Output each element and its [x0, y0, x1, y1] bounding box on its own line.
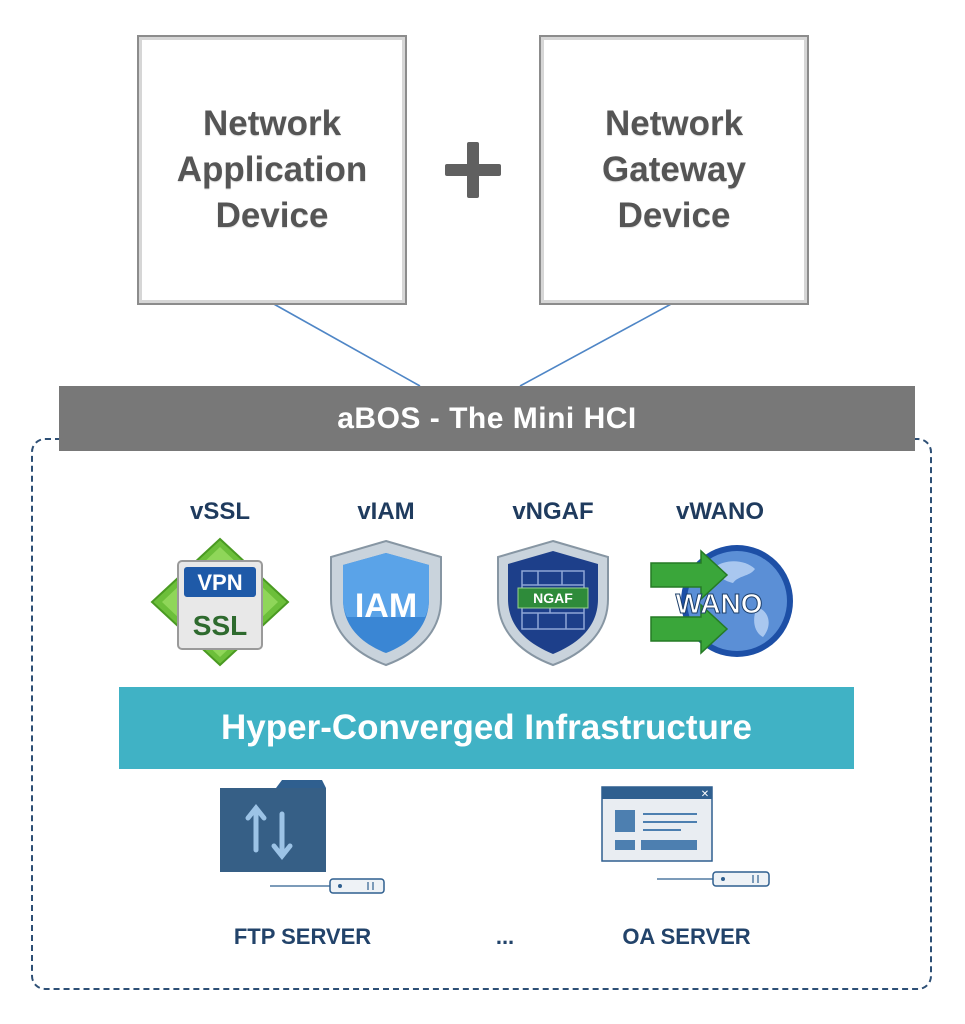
ftp-server-label: FTP SERVER	[233, 924, 372, 949]
vpn-ssl-icon: VPN SSL	[150, 537, 290, 667]
oa-server-label: OA SERVER	[622, 924, 751, 949]
svg-text:✕: ✕	[701, 789, 709, 800]
network-application-device-box: Network Application Device	[137, 35, 407, 305]
module-vngaf: vNGAF NGAF	[478, 497, 628, 667]
ngaf-firewall-shield-icon: NGAF	[497, 539, 609, 667]
svg-text:WANO: WANO	[675, 588, 762, 619]
network-gateway-device-box: Network Gateway Device	[539, 35, 809, 305]
iam-shield-icon: IAM	[330, 539, 442, 667]
svg-text:IAM: IAM	[355, 587, 417, 625]
module-label-vssl: vSSL	[189, 498, 251, 525]
ftp-folder-icon	[220, 780, 385, 894]
network-application-device-label: Network Application Device	[176, 104, 368, 235]
module-label-vwano: vWANO	[675, 498, 764, 525]
svg-text:VPN: VPN	[197, 570, 242, 595]
svg-text:SSL: SSL	[193, 610, 247, 641]
ellipsis-label: ...	[495, 924, 515, 949]
svg-text:NGAF: NGAF	[533, 590, 573, 606]
wano-globe-icon: WANO	[650, 545, 793, 657]
module-vssl: vSSL VPN SSL	[145, 497, 295, 667]
module-label-viam: vIAM	[357, 498, 415, 525]
device-connector-lines	[271, 302, 674, 387]
module-vwano: vWANO WANO	[645, 497, 795, 667]
network-gateway-device-label: Network Gateway Device	[602, 104, 746, 235]
oa-window-icon: ✕	[601, 786, 770, 887]
module-viam: vIAM IAM	[311, 497, 461, 667]
module-label-vngaf: vNGAF	[512, 498, 594, 525]
abos-mini-hci-bar: aBOS - The Mini HCI	[59, 386, 915, 451]
plus-icon	[445, 142, 501, 198]
hyper-converged-infrastructure-bar: Hyper-Converged Infrastructure	[119, 687, 854, 769]
